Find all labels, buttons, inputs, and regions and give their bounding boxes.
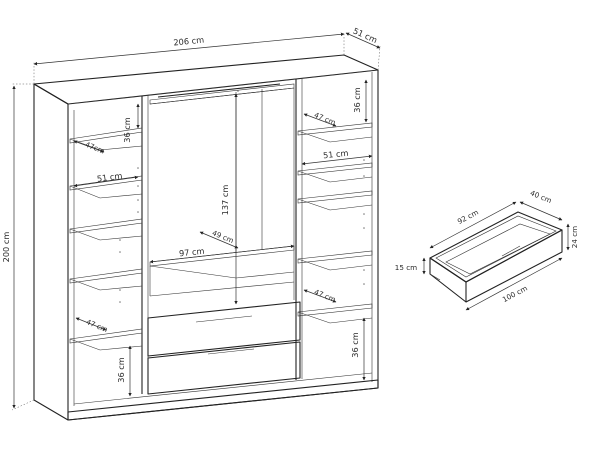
drawer-front-panel [429,257,467,303]
left-top-shelf-height-label: 36 cm [122,117,132,143]
overall-height-label: 200 cm [1,232,11,263]
left-shelf-depth-label: 47cm [84,140,106,156]
lower-drawer [147,341,301,395]
lower-right-shelf-depth-label: 47 cm [313,287,337,304]
shelf-pin-holes [119,159,365,303]
upper-drawer [147,301,301,357]
wardrobe-front-outline [33,83,69,421]
drawers [147,301,301,395]
hanging-height-label: 137 cm [220,185,230,216]
drawer-front-height-label: 15 cm [395,263,417,272]
overall-depth-label: 51 cm [352,26,379,46]
right-shelf-width-label: 51 cm [322,148,348,161]
wardrobe-dimensions: 206 cm 51 cm 200 cm 36 cm 47cm 51 cm 36 … [1,26,381,411]
wardrobe-base [67,379,379,421]
lower-left-shelf-depth-label: 47 cm [85,317,109,334]
hanging-depth-label: 49 cm [211,228,235,245]
wardrobe-top-panel [33,54,379,105]
drawer-height-label: 24 cm [570,226,579,248]
left-shelves [69,127,143,351]
hanging-width-label: 97 cm [178,246,204,259]
left-shelf-width-label: 51 cm [96,170,123,183]
right-top-shelf-height-label: 36 cm [352,87,362,113]
wardrobe [33,54,379,421]
lower-left-shelf-height-label: 36 cm [116,357,126,383]
right-shelves [297,122,373,324]
drawer-detail: 92 cm 40 cm 24 cm 15 cm 100 cm [395,188,579,311]
lower-right-shelf-height-label: 36 cm [350,332,360,358]
right-shelf-depth-label: 47 cm [313,110,337,127]
drawer-depth-label: 40 cm [529,188,553,205]
overall-width-label: 206 cm [173,35,205,48]
drawer-outer-length-label: 100 cm [501,283,529,304]
